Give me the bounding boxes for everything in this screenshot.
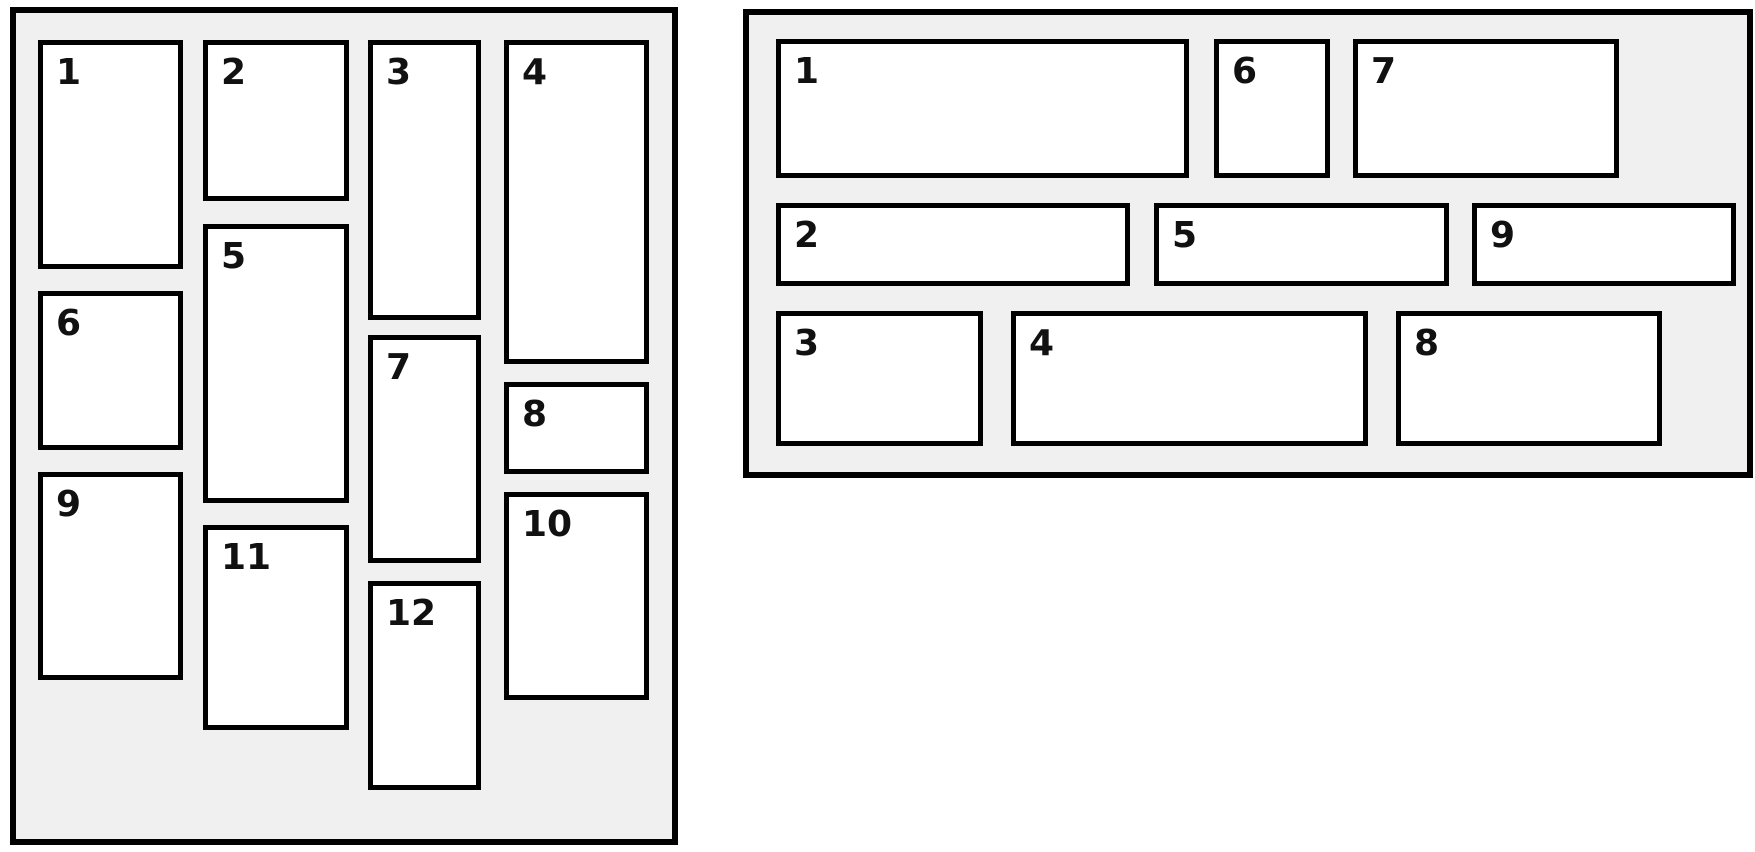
item-number: 6 [56, 303, 82, 344]
left-masonry-item-5: 5 [203, 224, 349, 503]
right-row-item-7: 7 [1353, 39, 1619, 178]
masonry-vertical-panel: 1 6 9 2 5 11 3 7 12 4 8 [10, 7, 678, 845]
right-row-item-5: 5 [1154, 203, 1449, 286]
left-masonry-item-9: 9 [38, 472, 183, 680]
left-masonry-item-1: 1 [38, 40, 183, 269]
item-number: 7 [386, 347, 412, 388]
right-row-item-1: 1 [776, 39, 1189, 178]
horizontal-rows-panel: 1 6 7 2 5 9 3 4 8 [743, 9, 1753, 478]
left-masonry-item-8: 8 [504, 382, 649, 474]
item-number: 12 [386, 593, 437, 634]
item-number: 4 [1029, 323, 1055, 364]
right-row-item-2: 2 [776, 203, 1130, 286]
left-masonry-item-4: 4 [504, 40, 649, 364]
item-number: 10 [522, 504, 573, 545]
item-number: 7 [1371, 51, 1397, 92]
left-masonry-item-2: 2 [203, 40, 349, 201]
item-number: 3 [386, 52, 412, 93]
item-number: 2 [794, 215, 820, 256]
left-masonry-item-7: 7 [368, 335, 481, 563]
right-row-item-6: 6 [1214, 39, 1330, 178]
item-number: 6 [1232, 51, 1258, 92]
item-number: 8 [1414, 323, 1440, 364]
item-number: 2 [221, 52, 247, 93]
item-number: 9 [1490, 215, 1516, 256]
right-row-item-9: 9 [1472, 203, 1736, 286]
item-number: 1 [794, 51, 820, 92]
left-masonry-item-6: 6 [38, 291, 183, 450]
left-masonry-item-3: 3 [368, 40, 481, 320]
item-number: 3 [794, 323, 820, 364]
right-row-item-8: 8 [1396, 311, 1662, 446]
item-number: 11 [221, 537, 272, 578]
left-masonry-item-10: 10 [504, 492, 649, 700]
item-number: 1 [56, 52, 82, 93]
left-masonry-item-11: 11 [203, 525, 349, 730]
item-number: 8 [522, 394, 548, 435]
item-number: 5 [221, 236, 247, 277]
item-number: 4 [522, 52, 548, 93]
item-number: 5 [1172, 215, 1198, 256]
item-number: 9 [56, 484, 82, 525]
left-masonry-item-12: 12 [368, 581, 481, 790]
right-row-item-3: 3 [776, 311, 983, 446]
right-row-item-4: 4 [1011, 311, 1368, 446]
